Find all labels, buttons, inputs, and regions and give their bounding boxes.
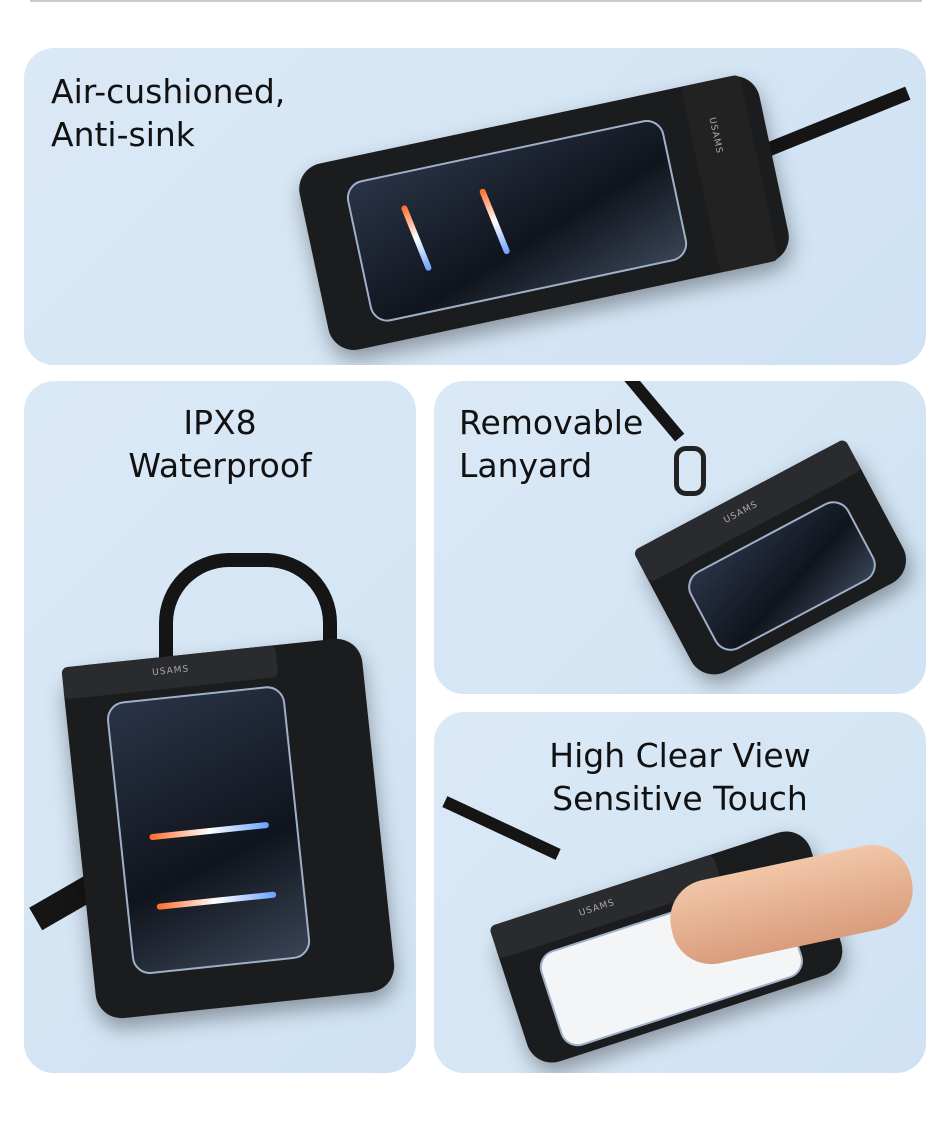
- waterproof-pouch-image: USAMS: [294, 71, 794, 355]
- feature-card-clear-view: High Clear View Sensitive Touch USAMS: [434, 712, 926, 1073]
- title-line: Sensitive Touch: [552, 779, 808, 818]
- feature-title: IPX8 Waterproof: [24, 401, 416, 487]
- feature-title: Removable Lanyard: [459, 401, 643, 487]
- title-line: Waterproof: [128, 446, 312, 485]
- title-line: Removable: [459, 403, 644, 442]
- lanyard-strap: [747, 86, 911, 164]
- title-line: IPX8: [183, 403, 257, 442]
- feature-card-air-cushioned: Air-cushioned, Anti-sink USAMS: [24, 48, 926, 365]
- title-line: Air-cushioned,: [51, 72, 286, 111]
- title-line: Lanyard: [459, 446, 593, 485]
- top-divider: [30, 0, 922, 2]
- lanyard-hook: [674, 446, 706, 496]
- title-line: High Clear View: [549, 736, 811, 775]
- feature-title: High Clear View Sensitive Touch: [434, 734, 926, 820]
- feature-card-lanyard: Removable Lanyard USAMS: [434, 381, 926, 694]
- feature-title: Air-cushioned, Anti-sink: [51, 70, 285, 156]
- title-line: Anti-sink: [51, 115, 195, 154]
- waterproof-pouch-image: USAMS: [61, 636, 397, 1021]
- feature-card-ipx8: IPX8 Waterproof USAMS: [24, 381, 416, 1073]
